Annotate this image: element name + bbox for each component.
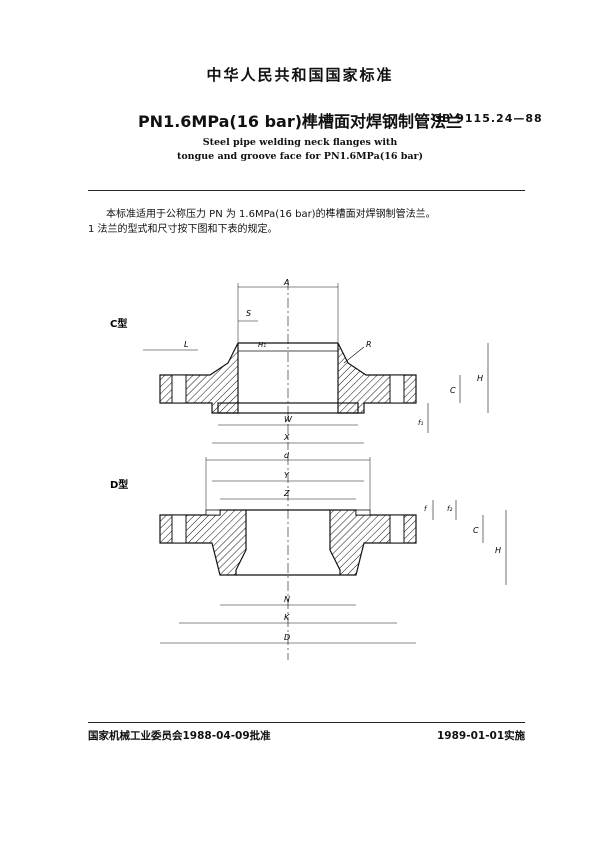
type-d-label: D型 bbox=[110, 478, 128, 491]
svg-text:H₁: H₁ bbox=[258, 341, 266, 349]
svg-text:Z: Z bbox=[283, 489, 290, 498]
footer-divider bbox=[88, 722, 525, 723]
document-title-cn: PN1.6MPa(16 bar)榫槽面对焊钢制管法兰 bbox=[137, 112, 463, 131]
svg-text:W: W bbox=[284, 415, 293, 424]
standard-code: GB 9115.24—88 bbox=[432, 112, 543, 125]
type-c-flange: C型 A S L H₁ R H C bbox=[110, 278, 489, 450]
svg-text:f₂: f₂ bbox=[447, 505, 452, 513]
svg-text:K: K bbox=[284, 613, 290, 622]
svg-text:S: S bbox=[246, 309, 251, 318]
svg-text:N: N bbox=[284, 595, 290, 604]
approval-line: 国家机械工业委员会1988-04-09批准 bbox=[88, 730, 271, 742]
header-divider bbox=[88, 190, 525, 191]
svg-text:f₁: f₁ bbox=[418, 419, 423, 427]
effective-date: 1989-01-01实施 bbox=[437, 730, 526, 742]
svg-text:f: f bbox=[424, 505, 428, 513]
svg-text:C: C bbox=[473, 526, 479, 535]
svg-text:D: D bbox=[284, 633, 290, 642]
svg-text:C: C bbox=[450, 386, 456, 395]
svg-text:Y: Y bbox=[284, 471, 290, 480]
clause-1: 1 法兰的型式和尺寸按下图和下表的规定。 bbox=[88, 224, 278, 235]
type-c-label: C型 bbox=[110, 317, 127, 330]
svg-text:H: H bbox=[495, 546, 501, 555]
svg-text:A: A bbox=[283, 278, 289, 287]
document-title-en-line1: Steel pipe welding neck flanges with bbox=[202, 137, 398, 148]
document-title-en-line2: tongue and groove face for PN1.6MPa(16 b… bbox=[176, 151, 424, 162]
svg-text:H: H bbox=[477, 374, 483, 383]
standard-type-heading: 中华人民共和国国家标准 bbox=[206, 66, 394, 84]
svg-text:d: d bbox=[284, 451, 290, 460]
type-d-flange: D型 d Y Z f f₂ C H bbox=[110, 451, 507, 660]
svg-text:R: R bbox=[366, 340, 372, 349]
svg-text:L: L bbox=[184, 340, 188, 349]
intro-paragraph: 本标准适用于公称压力 PN 为 1.6MPa(16 bar)的榫槽面对焊钢制管法… bbox=[106, 209, 436, 220]
flange-technical-drawing: C型 A S L H₁ R H C bbox=[110, 278, 507, 660]
svg-text:X: X bbox=[283, 433, 290, 442]
